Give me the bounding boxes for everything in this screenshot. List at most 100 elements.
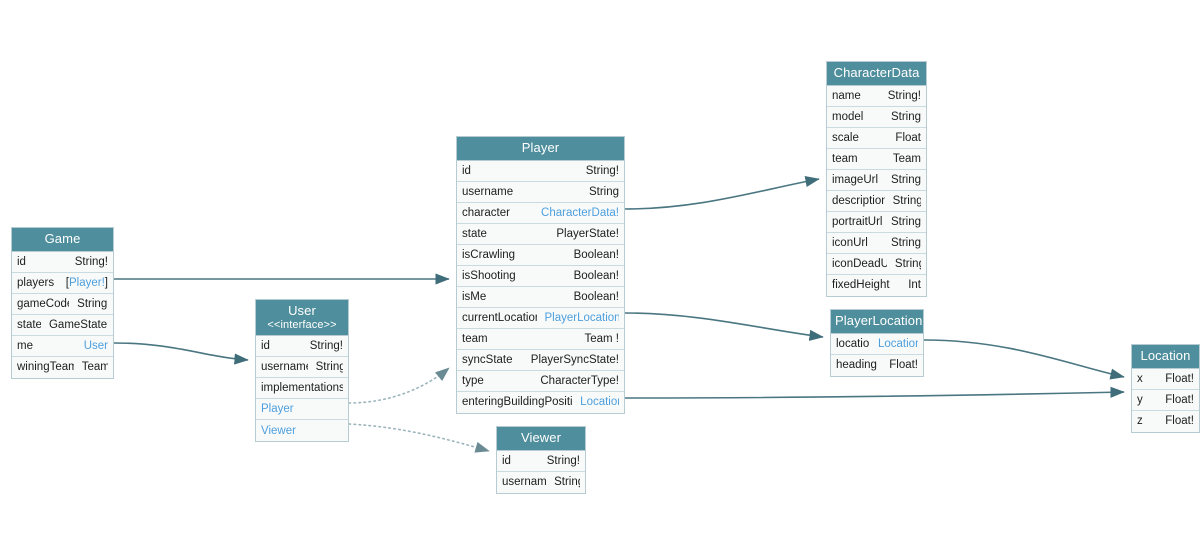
field-name: scale (832, 131, 859, 144)
type-reference: User (83, 339, 108, 352)
field-name: model (832, 110, 864, 123)
entity-characterdata-field-portraiturl[interactable]: portraitUrl String (827, 211, 926, 233)
entity-playerlocation[interactable]: PlayerLocation location Location! headin… (830, 309, 924, 377)
entity-player-field-syncstate[interactable]: syncState PlayerSyncState! (457, 349, 624, 371)
entity-location-title: Location (1132, 345, 1199, 369)
field-type: Team ! (584, 332, 619, 345)
entity-characterdata-title: CharacterData (827, 62, 926, 86)
entity-viewer[interactable]: Viewer id String! username String (496, 426, 586, 494)
entity-user-title: User <<interface>> (256, 300, 348, 337)
entity-location[interactable]: Location x Float! y Float! z Float! (1131, 344, 1200, 433)
type-reference: PlayerLocation! (544, 311, 620, 324)
field-type: String! (309, 340, 343, 353)
field-type: Location! (878, 338, 918, 350)
entity-user-stereotype: <<interface>> (267, 318, 337, 331)
field-type: GameState! (48, 318, 108, 331)
entity-viewer-title: Viewer (497, 427, 585, 451)
edge-user-impl-viewer (348, 423, 490, 453)
entity-player-field-currentlocation[interactable]: currentLocation PlayerLocation! (457, 307, 624, 329)
entity-player-field-character[interactable]: character CharacterData! (457, 202, 624, 224)
field-name: heading (836, 359, 877, 372)
entity-player-field-id[interactable]: id String! (457, 160, 624, 182)
field-type: String (315, 361, 343, 374)
field-name: state (462, 227, 487, 240)
entity-location-field-z[interactable]: z Float! (1132, 410, 1199, 432)
entity-user-name: User (288, 303, 316, 318)
entity-characterdata-field-description[interactable]: description String (827, 190, 926, 212)
entity-game-field-players[interactable]: players [Player!] (12, 272, 113, 294)
field-name: id (502, 454, 511, 467)
entity-player-field-isshooting[interactable]: isShooting Boolean! (457, 265, 624, 287)
entity-user-implementations-label: implementations (256, 378, 348, 400)
field-name: players (17, 276, 55, 289)
entity-player-field-username[interactable]: username String (457, 181, 624, 203)
entity-characterdata-field-model[interactable]: model String (827, 106, 926, 128)
field-name: username (502, 476, 547, 489)
entity-characterdata-field-imageurl[interactable]: imageUrl String (827, 169, 926, 191)
entity-player-field-team[interactable]: team Team ! (457, 328, 624, 350)
entity-game-field-winingteam[interactable]: winingTeam Team (12, 356, 113, 378)
edge-player-enteringbuildingposition-to-location (624, 386, 1125, 399)
field-type: Team (81, 361, 108, 374)
entity-characterdata[interactable]: CharacterData name String! model String … (826, 61, 927, 297)
field-name: currentLocation (462, 311, 537, 324)
entity-characterdata-field-scale[interactable]: scale Float (827, 127, 926, 149)
entity-playerlocation-field-heading[interactable]: heading Float! (831, 354, 923, 376)
field-name: portraitUrl (832, 215, 883, 228)
type-reference: Location (580, 396, 619, 409)
entity-player-field-state[interactable]: state PlayerState! (457, 223, 624, 245)
entity-player-field-type[interactable]: type CharacterType! (457, 370, 624, 392)
field-type: String (890, 173, 921, 186)
entity-user-implementation-viewer[interactable]: Viewer (256, 420, 348, 442)
field-type: PlayerState! (556, 227, 619, 240)
entity-user-field-id[interactable]: id String! (256, 336, 348, 358)
field-name: character (462, 206, 510, 219)
entity-user-implementation-player[interactable]: Player (256, 399, 348, 421)
entity-characterdata-field-team[interactable]: team Team (827, 148, 926, 170)
entity-location-field-y[interactable]: y Float! (1132, 389, 1199, 411)
edge-playerlocation-location-to-location (923, 339, 1125, 380)
field-type: String (890, 215, 921, 228)
entity-game-field-state[interactable]: state GameState! (12, 314, 113, 336)
field-name: name (832, 89, 861, 102)
field-type: PlayerLocation! (545, 312, 620, 324)
entity-game-field-gamecode[interactable]: gameCode String! (12, 293, 113, 315)
type-reference: Player! (69, 276, 105, 289)
entity-user-field-username[interactable]: username String (256, 357, 348, 379)
field-name: team (462, 332, 488, 345)
entity-viewer-field-username[interactable]: username String (497, 471, 585, 493)
entity-game-field-id[interactable]: id String! (12, 251, 113, 273)
entity-game-field-me[interactable]: me User (12, 335, 113, 357)
field-name: type (462, 374, 484, 387)
field-name: username (261, 361, 308, 374)
field-type: Int (908, 279, 921, 292)
entity-location-field-x[interactable]: x Float! (1132, 368, 1199, 390)
field-type: String! (74, 255, 108, 268)
entity-characterdata-field-name[interactable]: name String! (827, 85, 926, 107)
field-name: z (1137, 415, 1143, 428)
field-type: String (554, 476, 580, 489)
field-name: iconDeadUrl (832, 257, 887, 270)
edge-user-impl-player (348, 367, 450, 404)
entity-playerlocation-title: PlayerLocation (831, 310, 923, 334)
field-name: isShooting (462, 269, 516, 282)
entity-game[interactable]: Game id String! players [Player!] gameCo… (11, 227, 114, 379)
entity-playerlocation-field-location[interactable]: location Location! (831, 333, 923, 355)
field-type: String! (77, 297, 108, 310)
entity-player-field-iscrawling[interactable]: isCrawling Boolean! (457, 244, 624, 266)
entity-characterdata-field-fixedheight[interactable]: fixedHeight Int (827, 274, 926, 296)
entity-characterdata-field-iconurl[interactable]: iconUrl String (827, 232, 926, 254)
entity-characterdata-field-icondeadurl[interactable]: iconDeadUrl String (827, 253, 926, 275)
field-name: location (836, 337, 870, 350)
entity-player-field-isme[interactable]: isMe Boolean! (457, 286, 624, 308)
entity-user[interactable]: User <<interface>> id String! username S… (255, 299, 349, 443)
field-type: Boolean! (573, 248, 619, 261)
entity-player-title: Player (457, 137, 624, 161)
entity-player-field-enteringbuildingposition[interactable]: enteringBuildingPosition Location (457, 391, 624, 413)
entity-player[interactable]: Player id String! username String charac… (456, 136, 625, 414)
field-type: String! (887, 89, 921, 102)
field-type: String! (585, 164, 619, 177)
entity-viewer-field-id[interactable]: id String! (497, 450, 585, 472)
field-name: imageUrl (832, 173, 879, 186)
field-name: username (462, 185, 514, 198)
